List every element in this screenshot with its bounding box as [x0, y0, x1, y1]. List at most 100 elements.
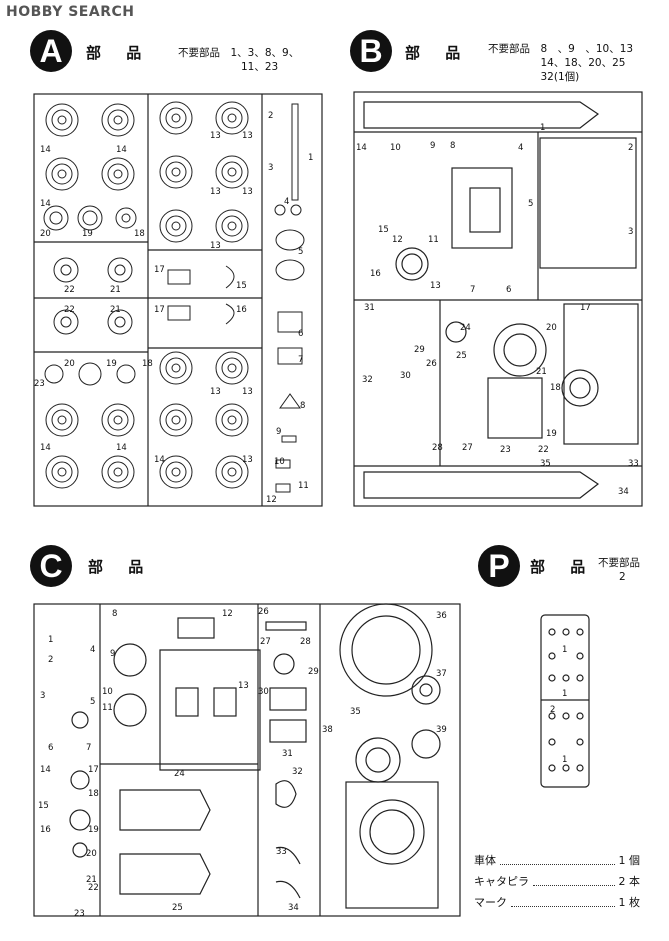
- part-number-label: 26: [426, 359, 437, 369]
- part-number-label: 8: [112, 609, 117, 619]
- sprue-b-frame: [353, 91, 643, 507]
- part-number-label: 21: [110, 305, 121, 315]
- part-number-label: 3: [268, 163, 273, 173]
- part-number-label: 23: [74, 909, 85, 919]
- section-a-unneeded: 不要部品 1、3、8、9、 11、23: [178, 47, 300, 73]
- part-number-label: 30: [400, 371, 411, 381]
- part-number-label: 14: [40, 145, 51, 155]
- part-number-label: 6: [298, 329, 303, 339]
- part-number-label: 2: [48, 655, 53, 665]
- summary-label: キャタピラ: [474, 875, 529, 888]
- part-number-label: 9: [276, 427, 281, 437]
- section-b-badge: B: [350, 30, 392, 72]
- part-number-label: 7: [298, 355, 303, 365]
- part-number-label: 32: [362, 375, 373, 385]
- part-number-label: 15: [378, 225, 389, 235]
- part-number-label: 19: [106, 359, 117, 369]
- part-number-label: 12: [266, 495, 277, 505]
- part-number-label: 5: [528, 199, 533, 209]
- part-number-label: 13: [242, 455, 253, 465]
- summary-label: マーク: [474, 896, 507, 909]
- part-number-label: 22: [88, 883, 99, 893]
- part-number-label: 9: [110, 649, 115, 659]
- part-number-label: 34: [288, 903, 299, 913]
- part-number-label: 3: [40, 691, 45, 701]
- part-number-label: 13: [210, 241, 221, 251]
- section-b-unneeded: 不要部品 8 、9 、10、13 14、18、20、25 32(1個): [488, 43, 634, 83]
- part-number-label: 1: [540, 123, 545, 133]
- part-number-label: 26: [258, 607, 269, 617]
- part-number-label: 1: [562, 755, 567, 765]
- part-number-label: 13: [238, 681, 249, 691]
- section-p-title: 部 品: [530, 558, 596, 576]
- part-number-label: 18: [134, 229, 145, 239]
- part-number-label: 21: [536, 367, 547, 377]
- part-number-label: 29: [308, 667, 319, 677]
- part-number-label: 37: [436, 669, 447, 679]
- part-number-label: 5: [298, 247, 303, 257]
- part-number-label: 17: [580, 303, 591, 313]
- part-number-label: 23: [500, 445, 511, 455]
- part-number-label: 17: [88, 765, 99, 775]
- part-number-label: 35: [350, 707, 361, 717]
- part-number-label: 19: [546, 429, 557, 439]
- part-number-label: 8: [300, 401, 305, 411]
- part-number-label: 14: [356, 143, 367, 153]
- part-number-label: 22: [64, 305, 75, 315]
- part-number-label: 27: [260, 637, 271, 647]
- part-number-label: 19: [82, 229, 93, 239]
- part-number-label: 29: [414, 345, 425, 355]
- summary-value: 2 本: [618, 875, 641, 888]
- part-number-label: 30: [258, 687, 269, 697]
- section-a-badge: A: [30, 30, 72, 72]
- sprue-a-frame: [33, 93, 323, 507]
- section-c-badge: C: [30, 545, 72, 587]
- part-number-label: 10: [102, 687, 113, 697]
- part-number-label: 6: [48, 743, 53, 753]
- part-number-label: 18: [550, 383, 561, 393]
- part-number-label: 15: [236, 281, 247, 291]
- part-number-label: 10: [390, 143, 401, 153]
- part-number-label: 17: [154, 305, 165, 315]
- part-number-label: 32: [292, 767, 303, 777]
- part-number-label: 14: [40, 443, 51, 453]
- section-c-title: 部 品: [88, 558, 154, 576]
- part-number-label: 13: [242, 131, 253, 141]
- part-number-label: 8: [450, 141, 455, 151]
- part-number-label: 16: [40, 825, 51, 835]
- section-p-badge: P: [478, 545, 520, 587]
- part-number-label: 31: [364, 303, 375, 313]
- section-a-title: 部 品: [86, 44, 152, 62]
- part-number-label: 6: [506, 285, 511, 295]
- part-number-label: 39: [436, 725, 447, 735]
- part-number-label: 18: [142, 359, 153, 369]
- part-number-label: 16: [236, 305, 247, 315]
- part-number-label: 7: [470, 285, 475, 295]
- part-number-label: 11: [428, 235, 439, 245]
- part-number-label: 21: [86, 875, 97, 885]
- part-number-label: 12: [222, 609, 233, 619]
- part-number-label: 14: [116, 145, 127, 155]
- summary-value: 1 個: [618, 854, 641, 867]
- part-number-label: 7: [86, 743, 91, 753]
- part-number-label: 38: [322, 725, 333, 735]
- part-number-label: 21: [110, 285, 121, 295]
- summary-value: 1 枚: [618, 896, 641, 909]
- part-number-label: 11: [298, 481, 309, 491]
- part-number-label: 3: [628, 227, 633, 237]
- part-number-label: 14: [40, 765, 51, 775]
- part-number-label: 1: [562, 689, 567, 699]
- part-number-label: 25: [456, 351, 467, 361]
- part-number-label: 36: [436, 611, 447, 621]
- part-number-label: 13: [242, 187, 253, 197]
- section-p-unneeded: 不要部品 2: [598, 557, 640, 583]
- part-number-label: 5: [90, 697, 95, 707]
- part-number-label: 20: [546, 323, 557, 333]
- part-number-label: 17: [154, 265, 165, 275]
- part-number-label: 12: [392, 235, 403, 245]
- part-number-label: 4: [518, 143, 523, 153]
- part-number-label: 13: [210, 387, 221, 397]
